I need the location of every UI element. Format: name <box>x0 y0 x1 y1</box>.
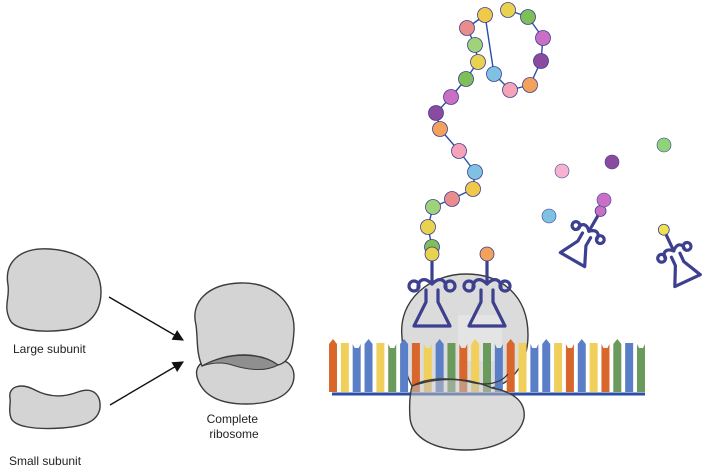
ribosome-groove <box>411 373 509 387</box>
amino-acid-bead <box>444 191 460 207</box>
amino-acid-bead <box>522 77 538 93</box>
peptide-bond <box>484 14 495 75</box>
complete-ribosome-label: Complete ribosome <box>207 412 262 441</box>
amino-acid <box>657 223 670 236</box>
amino-acid-bead <box>459 20 475 36</box>
amino-acid-bead <box>533 53 549 69</box>
mrna-codon <box>388 344 397 392</box>
mrna-codon <box>376 343 385 392</box>
assembly-arrow-upper <box>108 296 184 341</box>
mrna-codon <box>364 339 373 392</box>
amino-acid <box>479 246 495 262</box>
free-amino-acid <box>656 137 672 153</box>
amino-acid-bead <box>486 66 502 82</box>
free-amino-acid <box>541 208 557 224</box>
small-subunit-label: Small subunit <box>9 454 82 468</box>
amino-acid-bead <box>425 199 441 215</box>
mrna-codon <box>352 344 361 392</box>
mrna-codon <box>329 339 337 392</box>
amino-acid <box>424 246 440 262</box>
mrna-codon <box>637 344 645 392</box>
free-amino-acid <box>596 192 612 208</box>
mrna-codons <box>329 339 645 392</box>
amino-acid-bead <box>428 105 444 121</box>
assembly-arrow-lower <box>109 361 184 406</box>
large-subunit <box>6 248 102 332</box>
trna-free <box>656 223 702 289</box>
mrna-codon <box>400 339 409 392</box>
complete-label-line2: ribosome <box>209 427 259 441</box>
free-amino-acids <box>541 137 672 224</box>
amino-acid-bead <box>467 37 483 53</box>
mrna-codon <box>340 343 349 392</box>
amino-acid-bead <box>432 121 448 137</box>
mrna-codon <box>518 343 527 392</box>
mrna-codon <box>577 339 586 392</box>
mrna-codon <box>483 343 491 392</box>
amino-acid-bead <box>500 2 516 18</box>
amino-acid-bead <box>465 181 481 197</box>
mrna-codon <box>542 339 551 392</box>
amino-acid-bead <box>535 30 551 46</box>
amino-acid-bead <box>467 164 483 180</box>
mrna-codon <box>601 344 610 392</box>
complete-label-line1: Complete <box>207 412 259 426</box>
trna-a-site <box>462 246 512 328</box>
mrna-codon <box>471 339 480 392</box>
mrna-codon <box>506 339 515 392</box>
complete-ribosome <box>194 282 295 405</box>
amino-acid-bead <box>443 89 459 105</box>
mrna-codon <box>530 344 539 392</box>
amino-acid-chain <box>420 2 551 255</box>
mrna-codon <box>565 344 574 392</box>
mrna-codon <box>494 344 503 392</box>
mrna-codon <box>554 343 563 392</box>
trna-molecules <box>407 205 702 328</box>
trna-free <box>558 205 607 269</box>
amino-acid-bead <box>420 219 436 235</box>
mrna-codon <box>411 343 420 392</box>
mrna-codon <box>589 343 598 392</box>
large-subunit-label: Large subunit <box>13 342 86 356</box>
small-subunit <box>8 385 101 430</box>
amino-acid-bead <box>520 9 536 25</box>
free-amino-acid <box>554 163 570 179</box>
amino-acid-bead <box>477 7 493 23</box>
amino-acid-bead <box>470 54 486 70</box>
amino-acid-bead <box>458 71 474 87</box>
mrna-codon <box>625 343 634 392</box>
free-amino-acid <box>604 154 620 170</box>
amino-acid-bead <box>502 82 518 98</box>
trna-p-site <box>407 246 457 328</box>
mrna-codon <box>613 339 622 392</box>
amino-acid-bead <box>451 143 467 159</box>
